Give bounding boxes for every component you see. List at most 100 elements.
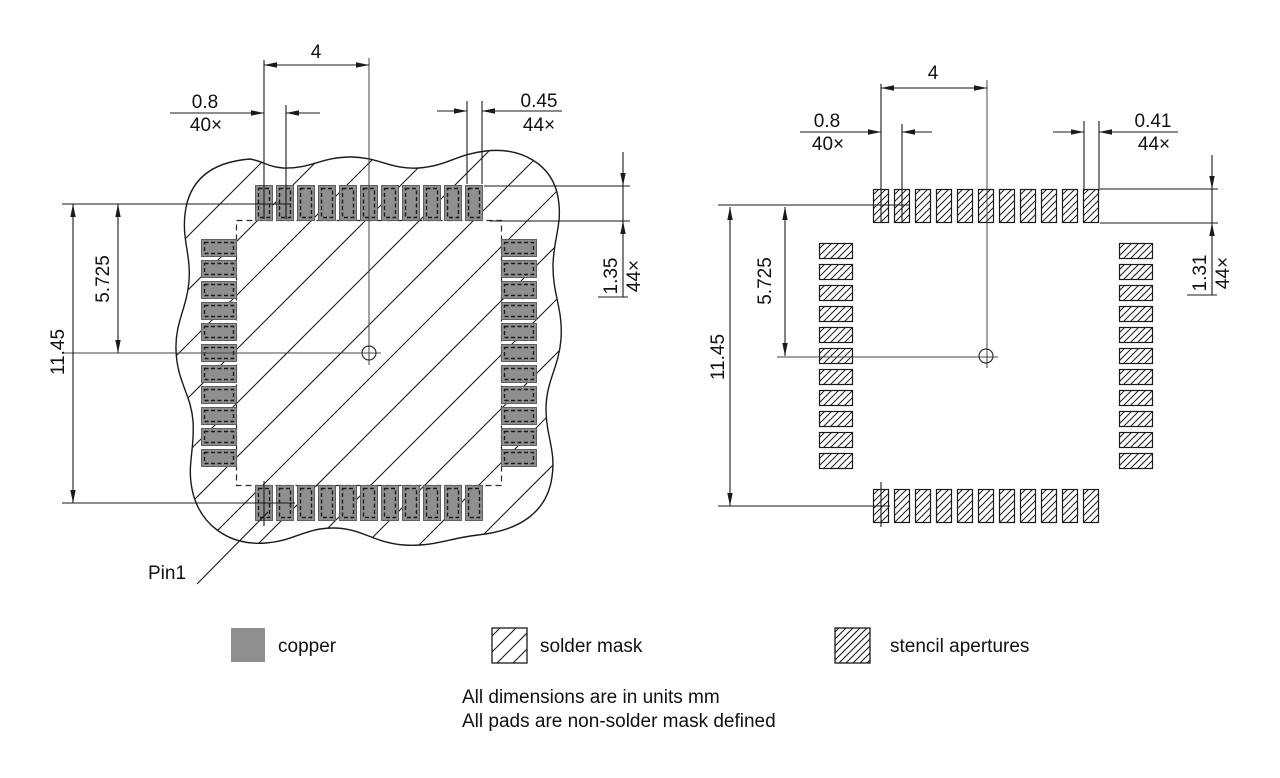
- copper-pad: [297, 185, 315, 221]
- legend-stencil-hatch: [845, 638, 871, 664]
- stencil-hatch-line: [1130, 348, 1146, 364]
- stencil-hatch-line: [1144, 397, 1153, 406]
- stencil-hatch-line: [1062, 507, 1078, 523]
- stencil-hatch-line: [957, 189, 970, 202]
- stencil-hatch-line: [823, 453, 839, 469]
- stencil-hatch-line: [1130, 453, 1146, 469]
- stencil-aperture-outline: [203, 241, 235, 255]
- legend-stencil-hatch: [866, 659, 871, 664]
- stencil-hatch-line: [915, 489, 928, 502]
- stencil-aperture-outline: [503, 451, 535, 465]
- stencil-hatch-line: [1119, 264, 1125, 270]
- stencil-hatch-line: [957, 200, 973, 216]
- stencil-hatch-line: [936, 493, 952, 509]
- stencil-hatch-line: [999, 207, 1015, 223]
- stencil-hatch-line: [1090, 214, 1099, 223]
- stencil-aperture-outline: [503, 388, 535, 402]
- stencil-hatch-line: [819, 264, 832, 277]
- dim-label-pitch-left: 0.8: [192, 92, 218, 113]
- stencil-hatch-line: [1062, 193, 1078, 209]
- stencil-hatch-line: [1123, 348, 1139, 364]
- stencil-hatch-line: [819, 390, 825, 396]
- stencil-hatch-line: [964, 214, 973, 223]
- stencil-hatch-line: [823, 390, 839, 406]
- stencil-hatch-line: [957, 207, 973, 223]
- stencil-hatch-line: [950, 221, 952, 223]
- stencil-hatch-line: [1083, 507, 1099, 523]
- stencil-hatch-line: [1041, 489, 1047, 495]
- stencil-hatch-line: [1041, 189, 1054, 202]
- stencil-hatch-line: [873, 189, 879, 195]
- stencil-hatch-line: [1119, 411, 1125, 417]
- copper-pad: [444, 485, 462, 521]
- stencil-aperture-outline: [503, 430, 535, 444]
- stencil-hatch-line: [851, 446, 853, 448]
- stencil-hatch-line: [819, 327, 832, 340]
- stencil-hatch-line: [837, 285, 853, 301]
- stencil-aperture-outline: [467, 487, 481, 519]
- stencil-hatch-line: [830, 306, 846, 322]
- stencil-hatch-line: [1130, 306, 1146, 322]
- stencil-hatch-line: [1119, 285, 1125, 291]
- solder-mask-hatch-line: [411, 395, 569, 553]
- stencil-hatch-line: [844, 250, 853, 259]
- arrowhead: [974, 85, 987, 91]
- dim-label-pad-width-count: 44×: [523, 115, 555, 136]
- stencil-aperture-outline: [404, 487, 418, 519]
- stencil-hatch-line: [819, 369, 825, 375]
- stencil-hatch-line: [1119, 243, 1125, 249]
- stencil-hatch-line: [950, 521, 952, 523]
- stencil-hatch-line: [936, 507, 952, 523]
- stencil-hatch-line: [1123, 306, 1139, 322]
- legend-swatch-solder-mask: [491, 627, 528, 664]
- copper-pad: [201, 365, 237, 383]
- copper-pad: [318, 485, 336, 521]
- dim-label-full-right: 11.45: [708, 334, 729, 380]
- legend-solder-mask-hatch: [491, 627, 517, 653]
- stencil-hatch-line: [1041, 493, 1057, 509]
- stencil-hatch-line: [1151, 362, 1153, 364]
- legend-stencil-hatch: [834, 627, 868, 661]
- stencil-hatch-line: [922, 514, 931, 523]
- stencil-hatch-line: [837, 348, 853, 364]
- stencil-hatch-line: [819, 285, 825, 291]
- stencil-aperture-outline: [383, 187, 397, 219]
- copper-pad: [501, 386, 537, 404]
- stencil-aperture-outline: [503, 409, 535, 423]
- stencil-hatch-line: [943, 514, 952, 523]
- stencil-hatch-line: [1083, 200, 1099, 216]
- solder-mask-hatch-line: [173, 149, 275, 251]
- stencil-hatch-line: [1151, 446, 1153, 448]
- stencil-hatch-line: [1151, 425, 1153, 427]
- stencil-hatch-line: [936, 189, 949, 202]
- stencil-hatch-line: [1123, 327, 1139, 343]
- pin1-leader-line: [196, 511, 269, 585]
- arrowhead: [1071, 129, 1084, 135]
- stencil-hatch-line: [823, 327, 839, 343]
- dim-label-pitch-count-left: 40×: [190, 115, 222, 136]
- stencil-hatch-line: [971, 221, 973, 223]
- stencil-aperture-outline: [278, 187, 292, 219]
- stencil-hatch-line: [978, 500, 994, 516]
- dim-label-pitch-right: 0.8: [814, 111, 840, 132]
- arrowhead: [620, 221, 626, 234]
- copper-pad: [501, 260, 537, 278]
- legend-solder-mask-hatch: [496, 632, 528, 664]
- stencil-aperture-outline: [203, 430, 235, 444]
- stencil-hatch-line: [1119, 327, 1132, 340]
- legend-stencil-hatch: [838, 631, 871, 664]
- stencil-hatch-line: [1151, 404, 1153, 406]
- stencil-hatch-line: [929, 521, 931, 523]
- stencil-hatch-line: [901, 214, 910, 223]
- copper-pad: [501, 344, 537, 362]
- arrowhead: [868, 129, 881, 135]
- stencil-hatch-line: [830, 411, 846, 427]
- stencil-hatch-line: [1119, 453, 1125, 459]
- stencil-hatch-line: [844, 292, 853, 301]
- dim-label-aperture-width: 0.41: [1135, 111, 1172, 132]
- stencil-hatch-line: [936, 207, 952, 223]
- stencil-hatch-line: [873, 189, 886, 202]
- copper-pad: [501, 302, 537, 320]
- stencil-hatch-line: [1020, 489, 1026, 495]
- stencil-aperture-outline: [467, 187, 481, 219]
